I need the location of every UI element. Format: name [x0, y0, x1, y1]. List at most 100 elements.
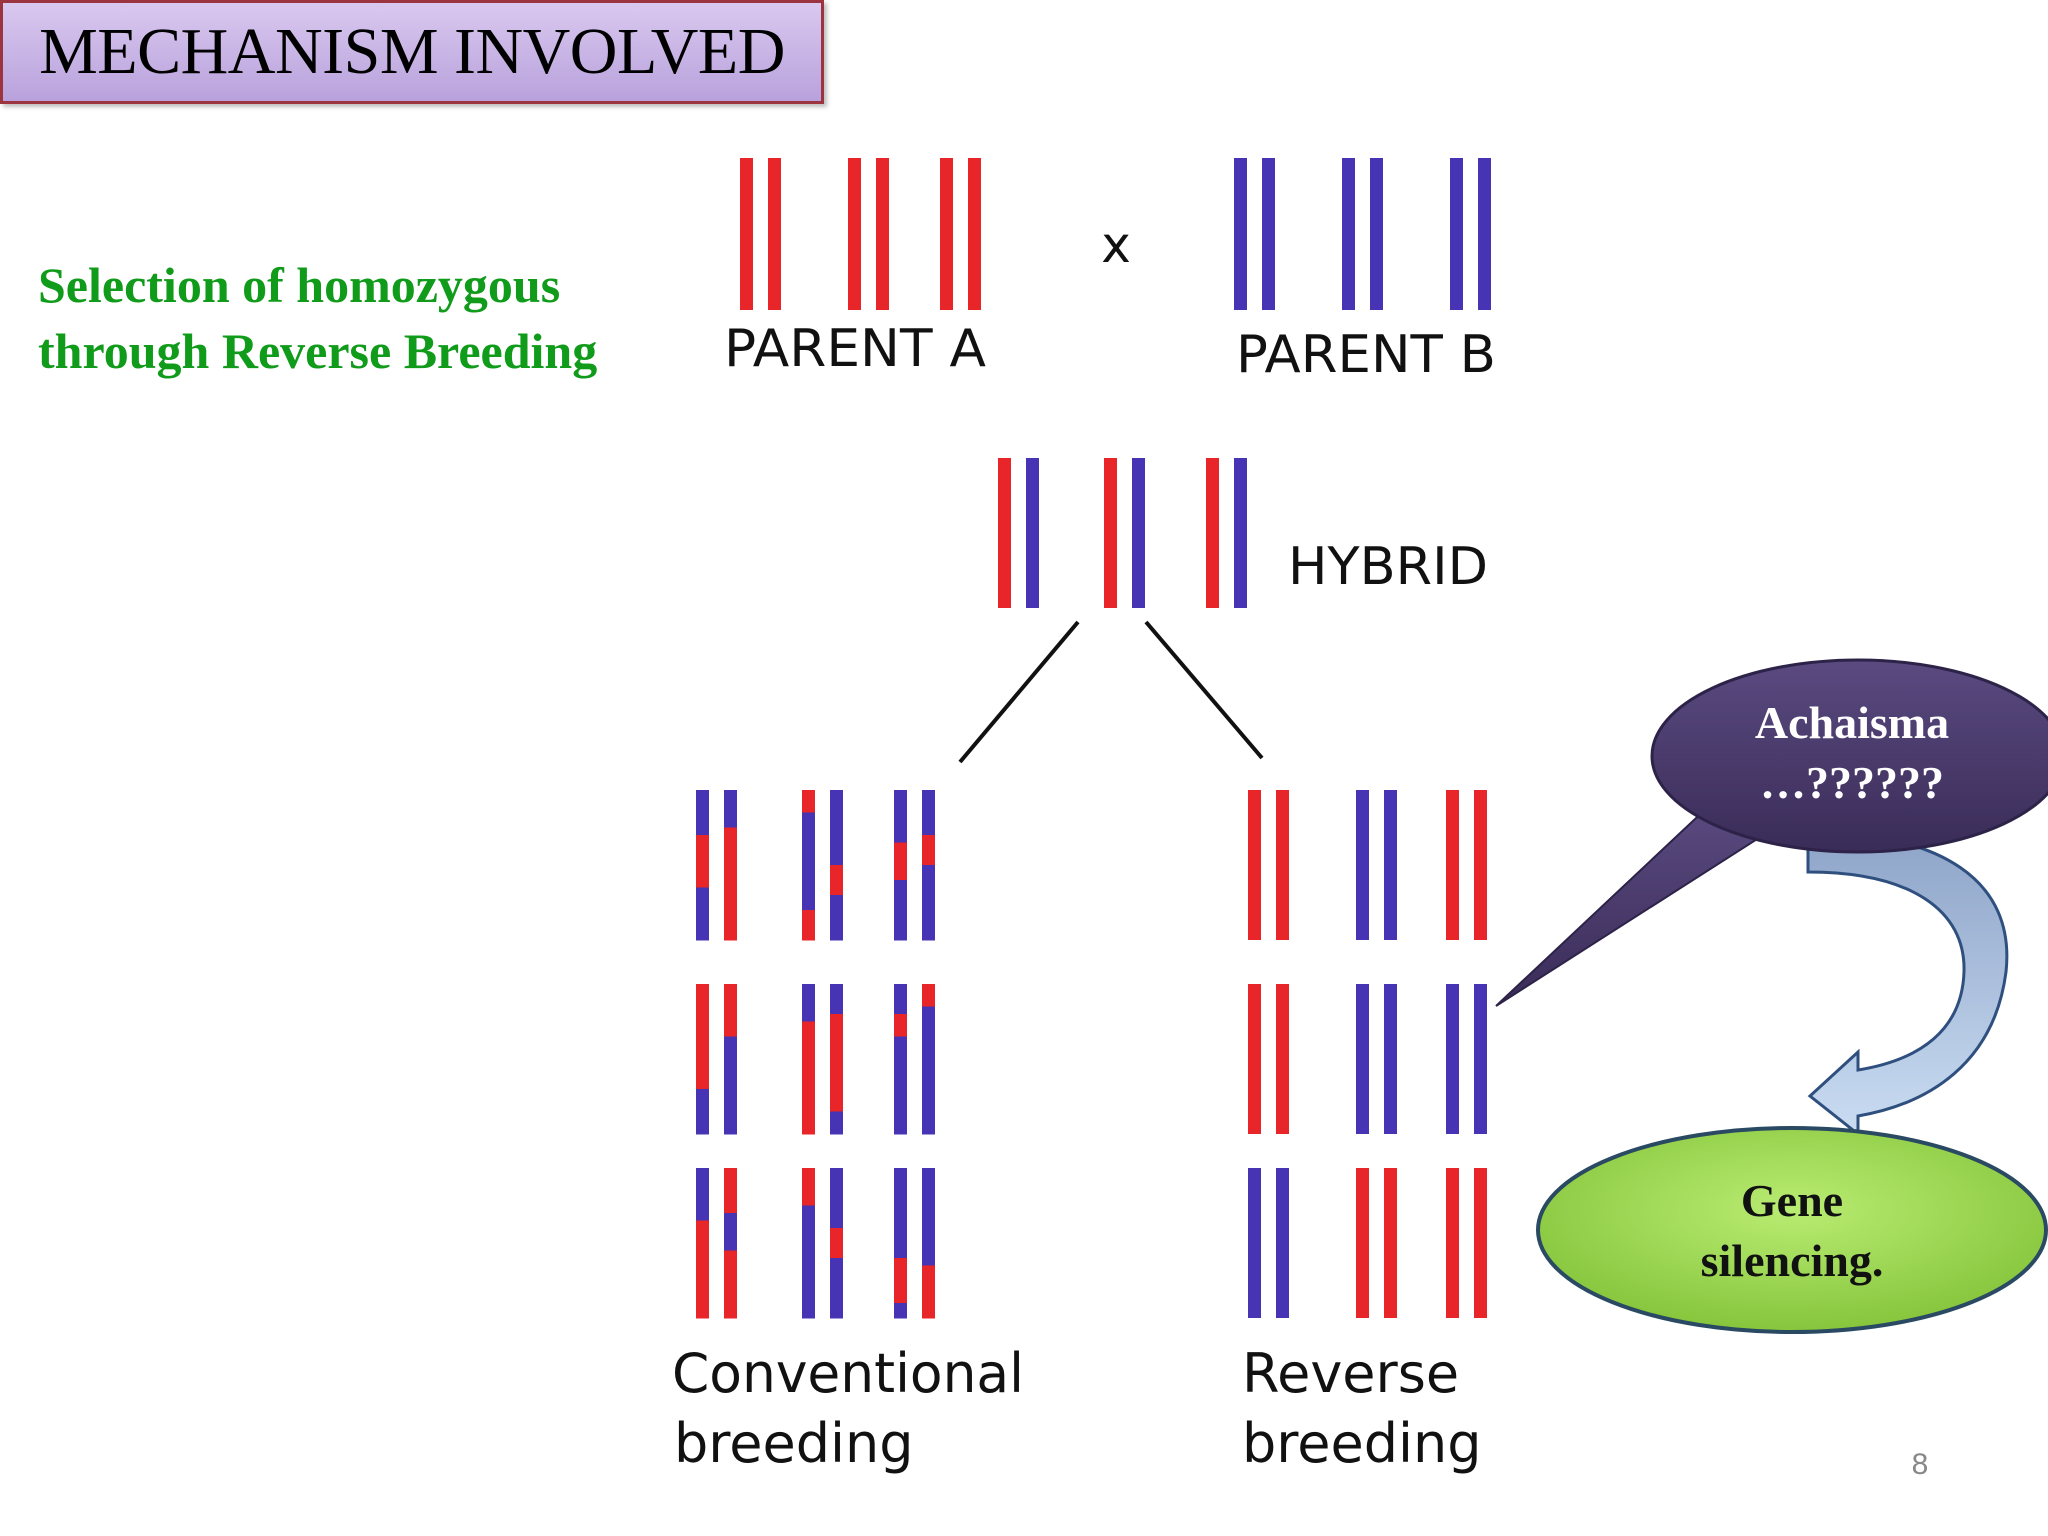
parent-b-chromosome-2-left-strand — [1342, 158, 1355, 310]
conventional-chromosome-r1-c2-left-strand-segment-1 — [802, 790, 815, 813]
reverse-chromosome-r3-c2-right-strand — [1384, 1168, 1397, 1318]
parent-a-chromosomes — [740, 158, 981, 310]
conventional-chromosome-r3-c2-right-strand-segment-1 — [830, 1168, 843, 1229]
conventional-label-line-1: Conventional — [672, 1342, 1024, 1405]
conventional-chromosome-r1-c2-left-strand-segment-3 — [802, 910, 815, 941]
conventional-chromosome-r2-c2-left-strand-segment-2 — [802, 1021, 815, 1135]
answer-bubble-line-2: silencing. — [1701, 1235, 1884, 1286]
conventional-chromosome-r2-c2-right-strand-segment-1 — [830, 984, 843, 1015]
conventional-chromosome-r2-c3-left-strand-segment-1 — [894, 984, 907, 1015]
page-number: 8 — [1911, 1448, 1929, 1481]
conventional-chromosome-r3-c1-right-strand-segment-2 — [724, 1213, 737, 1251]
conventional-chromosome-r3-c2-left-strand-segment-1 — [802, 1168, 815, 1206]
hybrid-label: HYBRID — [1288, 537, 1488, 597]
conventional-chromosome-r3-c3-right-strand-segment-2 — [922, 1265, 935, 1319]
reverse-breeding-chromosomes — [1248, 790, 1487, 1318]
hybrid-chromosome-1-right-strand — [1026, 458, 1039, 608]
conventional-chromosome-r2-c2-right-strand-segment-2 — [830, 1014, 843, 1112]
reverse-chromosome-r3-c3-left-strand — [1446, 1168, 1459, 1318]
conventional-label-line-2: breeding — [674, 1412, 914, 1475]
conventional-chromosome-r1-c1-right-strand-segment-1 — [724, 790, 737, 828]
conventional-chromosome-r3-c2-right-strand-segment-2 — [830, 1228, 843, 1259]
parent-b-chromosome-1-right-strand — [1262, 158, 1275, 310]
parent-a-chromosome-1-left-strand — [740, 158, 753, 310]
conventional-chromosome-r1-c3-right-strand-segment-3 — [922, 865, 935, 941]
conventional-chromosome-r1-c2-right-strand-segment-3 — [830, 895, 843, 941]
cross-symbol: x — [1101, 216, 1131, 274]
conventional-chromosome-r1-c2-right-strand-segment-2 — [830, 865, 843, 896]
conventional-chromosome-r1-c1-left-strand-segment-1 — [696, 790, 709, 836]
conventional-chromosome-r3-c3-left-strand-segment-2 — [894, 1258, 907, 1304]
conventional-chromosome-r2-c3-right-strand-segment-1 — [922, 984, 935, 1007]
reverse-label-line-1: Reverse — [1242, 1342, 1459, 1405]
reverse-label-line-2: breeding — [1242, 1412, 1482, 1475]
reverse-chromosome-r3-c1-left-strand — [1248, 1168, 1261, 1318]
parent-b-label: PARENT B — [1236, 325, 1496, 385]
branch-line-right — [1144, 620, 1264, 760]
parent-a-chromosome-1-right-strand — [768, 158, 781, 310]
parent-b-chromosome-2-right-strand — [1370, 158, 1383, 310]
parent-a-chromosome-3-right-strand — [968, 158, 981, 310]
hybrid-chromosomes — [998, 458, 1247, 608]
answer-bubble — [1536, 1126, 2048, 1334]
conventional-chromosome-r3-c2-right-strand-segment-3 — [830, 1258, 843, 1319]
conventional-chromosome-r3-c1-right-strand-segment-3 — [724, 1250, 737, 1319]
parent-b-chromosome-3-left-strand — [1450, 158, 1463, 310]
conventional-chromosome-r2-c3-left-strand-segment-2 — [894, 1014, 907, 1037]
subtitle-line-2: through Reverse Breeding — [38, 323, 598, 379]
reverse-chromosome-r1-c2-left-strand — [1356, 790, 1369, 940]
reverse-chromosome-r2-c1-left-strand — [1248, 984, 1261, 1134]
conventional-chromosome-r1-c3-right-strand-segment-1 — [922, 790, 935, 836]
conventional-chromosome-r1-c1-left-strand-segment-3 — [696, 887, 709, 941]
reverse-chromosome-r2-c2-right-strand — [1384, 984, 1397, 1134]
branch-line-left — [958, 620, 1080, 764]
conventional-chromosome-r1-c3-left-strand-segment-2 — [894, 842, 907, 881]
conventional-chromosome-r1-c2-right-strand-segment-1 — [830, 790, 843, 866]
conventional-chromosome-r2-c1-left-strand-segment-1 — [696, 984, 709, 1090]
reverse-chromosome-r2-c3-right-strand — [1474, 984, 1487, 1134]
question-bubble — [1650, 658, 2048, 854]
slide-title: MECHANISM INVOLVED — [39, 15, 785, 88]
hybrid-chromosome-2-right-strand — [1132, 458, 1145, 608]
reverse-chromosome-r3-c1-right-strand — [1276, 1168, 1289, 1318]
title-box: MECHANISM INVOLVED — [0, 0, 824, 104]
conventional-chromosome-r1-c3-left-strand-segment-3 — [894, 880, 907, 941]
hybrid-chromosome-1-left-strand — [998, 458, 1011, 608]
conventional-chromosome-r2-c2-left-strand-segment-1 — [802, 984, 815, 1022]
parent-b-chromosome-1-left-strand — [1234, 158, 1247, 310]
conventional-chromosome-r3-c3-left-strand-segment-1 — [894, 1168, 907, 1259]
conventional-chromosome-r2-c2-right-strand-segment-3 — [830, 1111, 843, 1135]
slide-subtitle: Selection of homozygous through Reverse … — [38, 252, 698, 384]
reverse-chromosome-r3-c3-right-strand — [1474, 1168, 1487, 1318]
parent-a-chromosome-3-left-strand — [940, 158, 953, 310]
subtitle-line-1: Selection of homozygous — [38, 257, 561, 313]
conventional-chromosome-r1-c1-right-strand-segment-2 — [724, 827, 737, 941]
parent-b-chromosome-3-right-strand — [1478, 158, 1491, 310]
conventional-chromosome-r3-c3-left-strand-segment-3 — [894, 1303, 907, 1319]
conventional-chromosome-r3-c2-left-strand-segment-2 — [802, 1205, 815, 1319]
question-bubble-line-1: Achaisma — [1755, 697, 1949, 748]
reverse-chromosome-r1-c1-right-strand — [1276, 790, 1289, 940]
reverse-chromosome-r1-c3-left-strand — [1446, 790, 1459, 940]
conventional-chromosome-r3-c3-right-strand-segment-1 — [922, 1168, 935, 1266]
reverse-chromosome-r1-c1-left-strand — [1248, 790, 1261, 940]
reverse-chromosome-r1-c3-right-strand — [1474, 790, 1487, 940]
conventional-chromosome-r2-c1-right-strand-segment-1 — [724, 984, 737, 1037]
parent-a-chromosome-2-left-strand — [848, 158, 861, 310]
conventional-chromosome-r1-c1-left-strand-segment-2 — [696, 835, 709, 888]
hybrid-chromosome-3-right-strand — [1234, 458, 1247, 608]
question-bubble-line-2: …?????? — [1760, 757, 1944, 808]
conventional-chromosome-r3-c1-left-strand-segment-1 — [696, 1168, 709, 1221]
conventional-chromosome-r1-c3-left-strand-segment-1 — [894, 790, 907, 843]
hybrid-chromosome-3-left-strand — [1206, 458, 1219, 608]
conventional-chromosome-r3-c1-left-strand-segment-2 — [696, 1220, 709, 1319]
parent-a-label: PARENT A — [724, 319, 986, 379]
conventional-chromosome-r2-c1-right-strand-segment-2 — [724, 1036, 737, 1135]
reverse-chromosome-r2-c1-right-strand — [1276, 984, 1289, 1134]
reverse-chromosome-r2-c2-left-strand — [1356, 984, 1369, 1134]
reverse-chromosome-r1-c2-right-strand — [1384, 790, 1397, 940]
curved-arrow-icon — [1806, 830, 2009, 1138]
conventional-chromosome-r1-c2-left-strand-segment-2 — [802, 812, 815, 911]
parent-b-chromosomes — [1234, 158, 1491, 310]
